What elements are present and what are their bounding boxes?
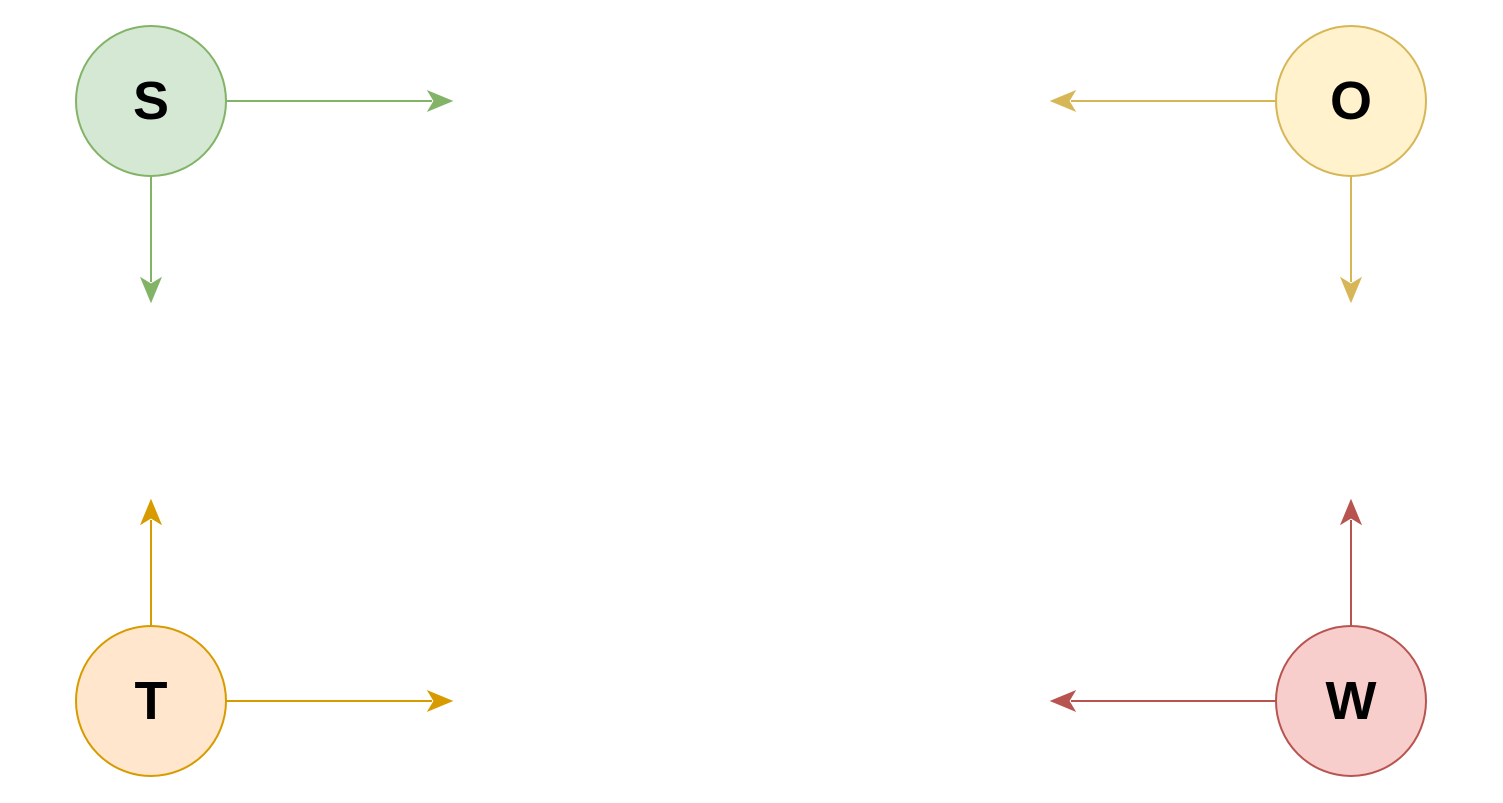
node-circle-w bbox=[1275, 625, 1427, 777]
arrowhead-w-left bbox=[1049, 689, 1077, 713]
node-label-s: S bbox=[133, 71, 169, 131]
node-circle-t bbox=[75, 625, 227, 777]
node-opportunities[interactable]: O bbox=[1049, 25, 1427, 304]
node-weaknesses[interactable]: W bbox=[1049, 498, 1427, 777]
arrowhead-t-right bbox=[426, 689, 454, 713]
node-label-w: W bbox=[1326, 671, 1377, 731]
arrowhead-o-down bbox=[1339, 276, 1363, 304]
node-label-o: O bbox=[1330, 71, 1372, 131]
arrowhead-w-up bbox=[1339, 498, 1363, 526]
arrowhead-s-down bbox=[139, 276, 163, 304]
arrowhead-s-right bbox=[426, 89, 454, 113]
node-label-t: T bbox=[135, 671, 168, 731]
node-circle-o bbox=[1275, 25, 1427, 177]
node-threats[interactable]: T bbox=[75, 498, 454, 777]
node-circle-s bbox=[75, 25, 227, 177]
arrowhead-o-left bbox=[1049, 89, 1077, 113]
node-strengths[interactable]: S bbox=[75, 25, 454, 304]
arrowhead-t-up bbox=[139, 498, 163, 526]
